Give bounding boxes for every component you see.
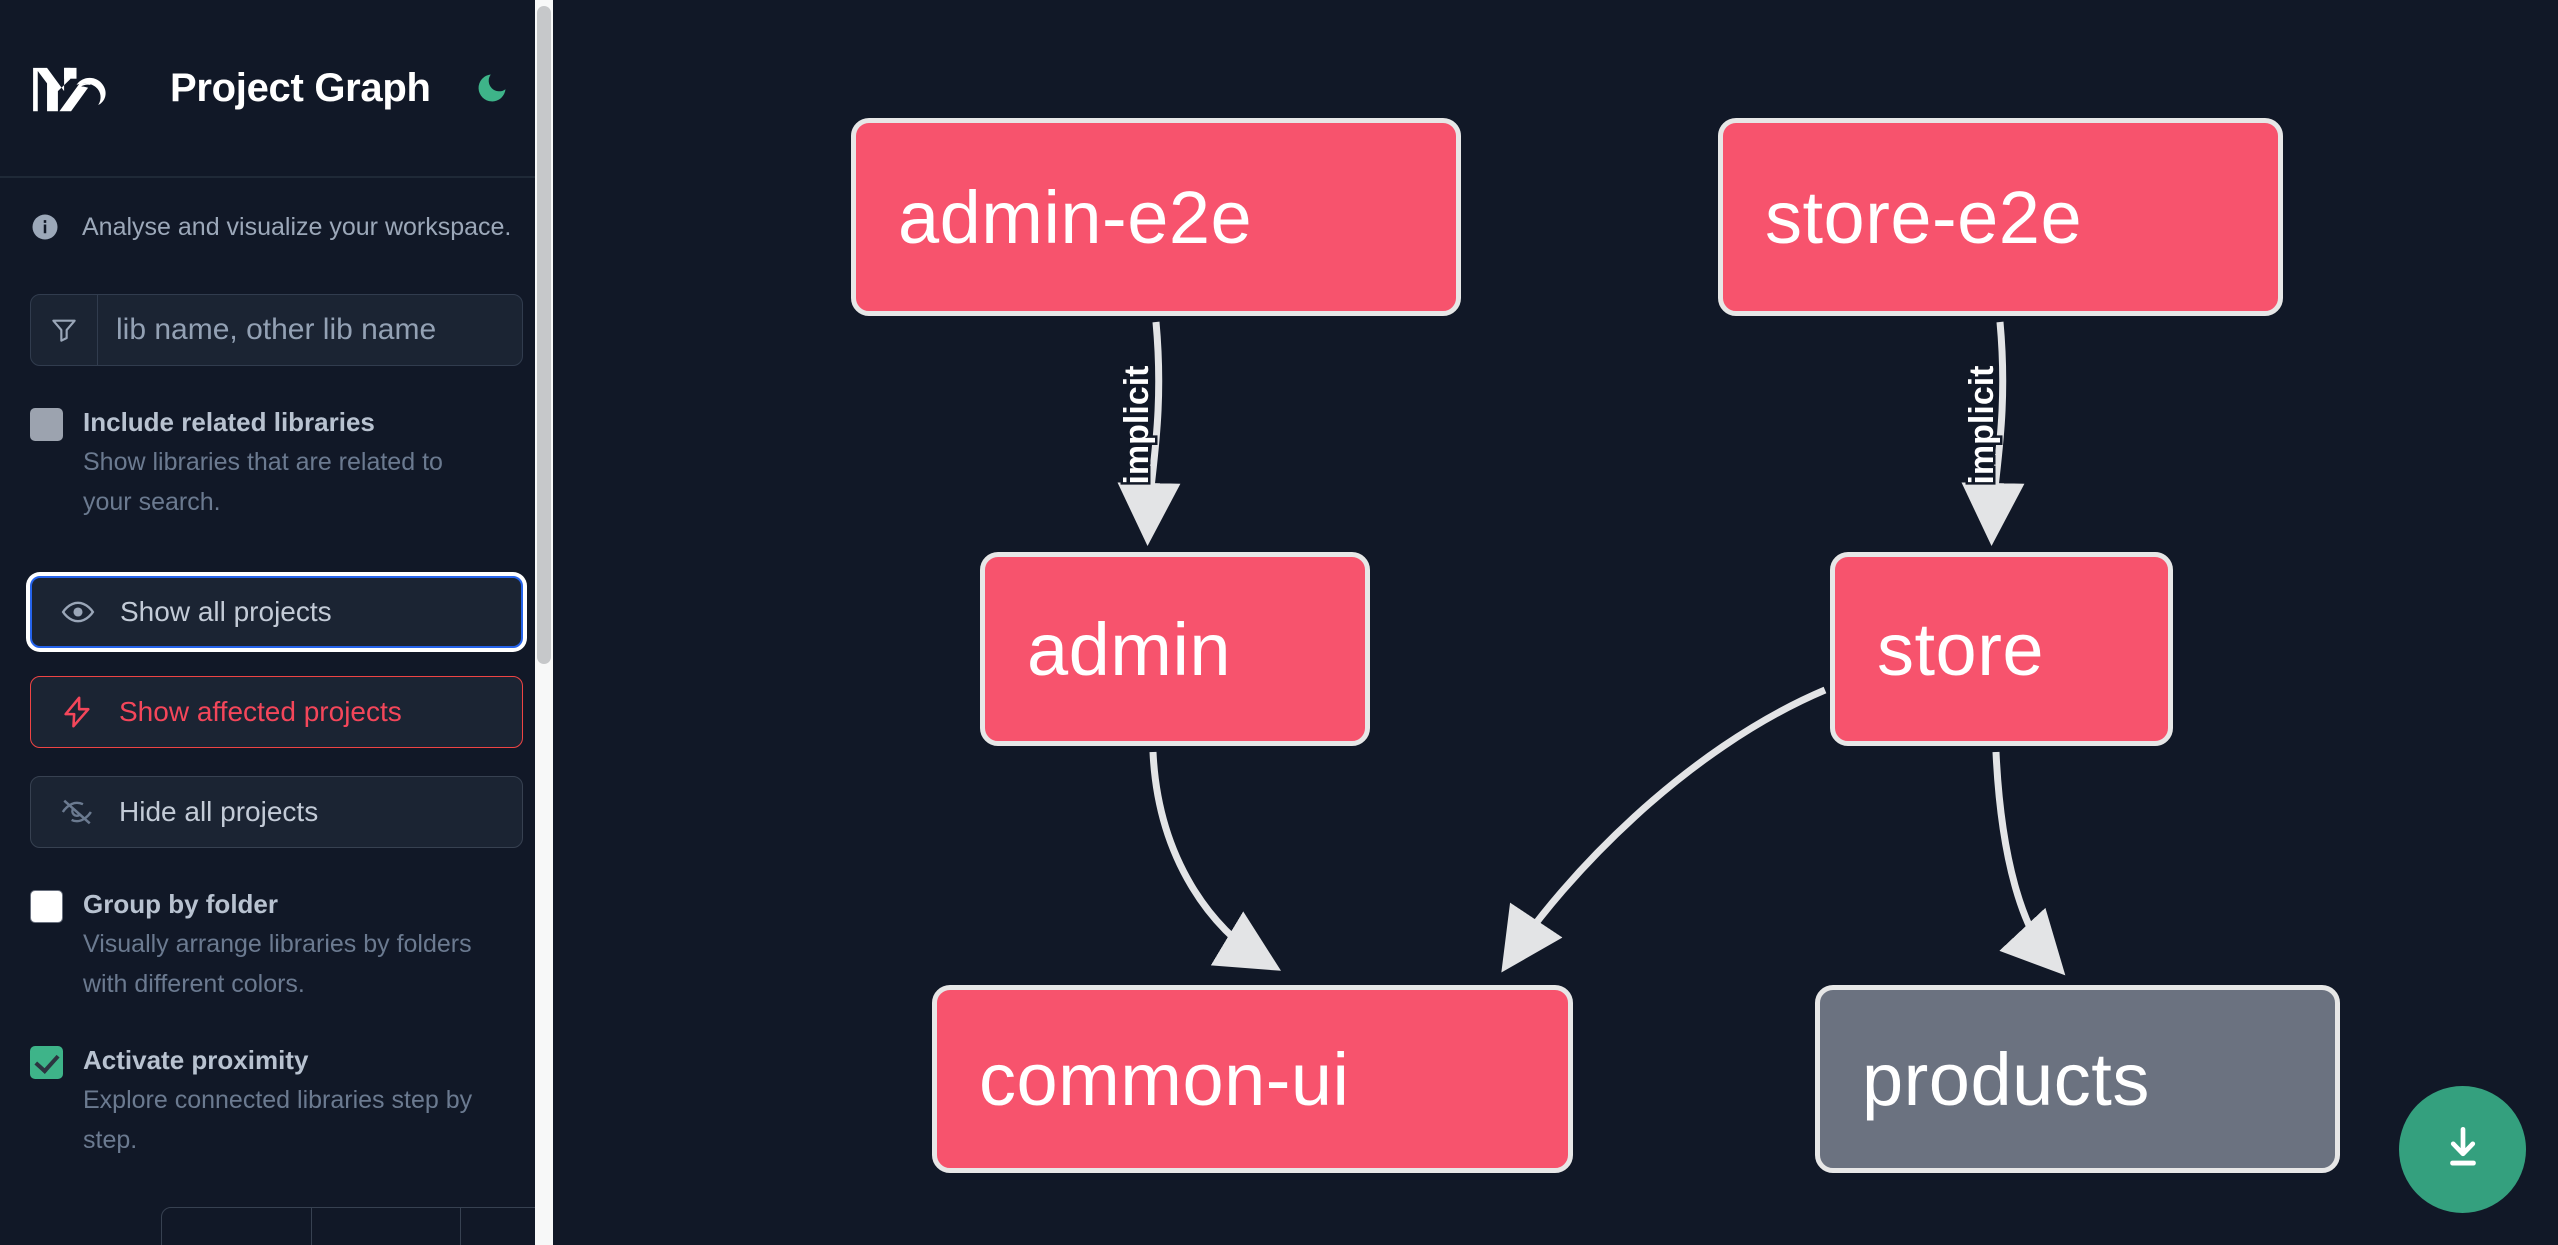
lightning-bolt-icon: [57, 695, 97, 729]
sidebar-scrollbar[interactable]: [535, 0, 553, 1245]
edge-label-implicit-admin: implicit: [1118, 365, 1156, 484]
option-activate-proximity[interactable]: Activate proximity Explore connected lib…: [0, 1040, 553, 1160]
graph-node-admin[interactable]: admin: [980, 552, 1370, 746]
activate-proximity-checkbox[interactable]: [30, 1046, 63, 1079]
download-graph-button[interactable]: [2399, 1086, 2526, 1213]
graph-node-store-label: store: [1877, 607, 2045, 691]
search-field[interactable]: [30, 294, 523, 366]
group-by-folder-label: Group by folder: [83, 889, 278, 919]
graph-node-store[interactable]: store: [1830, 552, 2173, 746]
eye-icon: [58, 595, 98, 629]
graph-node-common-ui-label: common-ui: [979, 1037, 1350, 1121]
activate-proximity-description: Explore connected libraries step by step…: [83, 1086, 473, 1154]
sidebar-header: Project Graph: [0, 0, 553, 178]
include-related-libraries-checkbox[interactable]: [30, 408, 63, 441]
show-all-projects-label: Show all projects: [120, 596, 332, 627]
graph-node-common-ui[interactable]: common-ui: [932, 985, 1573, 1173]
filter-funnel-icon: [31, 295, 98, 365]
search-input[interactable]: [98, 295, 522, 365]
option-include-related-libraries[interactable]: Include related libraries Show libraries…: [0, 402, 553, 522]
graph-canvas[interactable]: implicit implicit admin-e2e store-e2e ad…: [553, 0, 2558, 1245]
graph-node-store-e2e-label: store-e2e: [1765, 175, 2083, 259]
show-affected-projects-button[interactable]: Show affected projects: [30, 676, 523, 748]
download-icon: [2435, 1120, 2491, 1179]
sidebar: Project Graph Analyse and visualize your…: [0, 0, 553, 1245]
option-group-by-folder[interactable]: Group by folder Visually arrange librari…: [0, 884, 553, 1004]
group-by-folder-checkbox[interactable]: [30, 890, 63, 923]
edge-label-implicit-store: implicit: [1963, 365, 2001, 484]
hide-all-projects-label: Hide all projects: [119, 796, 319, 827]
show-affected-projects-label: Show affected projects: [119, 696, 402, 727]
proximity-segmented-control[interactable]: [161, 1207, 553, 1245]
graph-node-admin-e2e[interactable]: admin-e2e: [851, 118, 1461, 316]
visibility-button-group: Show all projects Show affected projects: [30, 576, 523, 848]
eye-off-icon: [57, 795, 97, 829]
hide-all-projects-button[interactable]: Hide all projects: [30, 776, 523, 848]
info-banner: Analyse and visualize your workspace.: [0, 178, 553, 242]
moon-icon[interactable]: [471, 67, 513, 109]
graph-node-admin-label: admin: [1027, 607, 1232, 691]
page-title: Project Graph: [170, 65, 431, 110]
info-circle-icon: [30, 212, 60, 242]
sidebar-scrollbar-thumb[interactable]: [537, 6, 551, 664]
nx-logo-icon: [30, 57, 123, 119]
graph-node-store-e2e[interactable]: store-e2e: [1718, 118, 2283, 316]
activate-proximity-label: Activate proximity: [83, 1045, 309, 1075]
segment-2[interactable]: [312, 1208, 462, 1245]
group-by-folder-description: Visually arrange libraries by folders wi…: [83, 930, 472, 998]
segment-1[interactable]: [162, 1208, 312, 1245]
include-related-libraries-label: Include related libraries: [83, 407, 375, 437]
info-text: Analyse and visualize your workspace.: [82, 212, 512, 241]
show-all-projects-button[interactable]: Show all projects: [30, 576, 523, 648]
include-related-libraries-description: Show libraries that are related to your …: [83, 448, 443, 516]
graph-node-products[interactable]: products: [1815, 985, 2340, 1173]
graph-node-products-label: products: [1862, 1037, 2150, 1121]
graph-edges: implicit implicit: [1116, 321, 2066, 976]
graph-node-admin-e2e-label: admin-e2e: [898, 175, 1253, 259]
